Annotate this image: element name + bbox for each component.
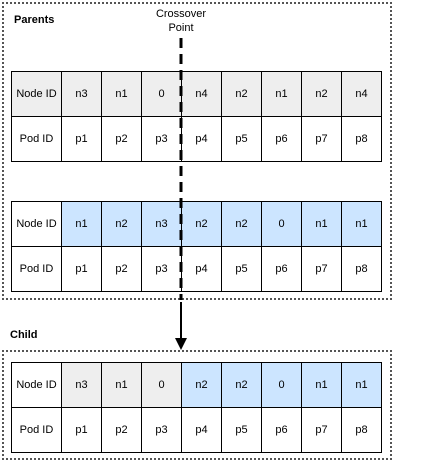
crossover-label-line2: Point	[168, 22, 194, 34]
child-cell: n1	[341, 362, 382, 408]
parent-2-cell: n1	[301, 201, 342, 247]
parent-1-cell: p2	[101, 116, 142, 162]
parents-label: Parents	[14, 14, 55, 26]
parent-1-cell: 0	[141, 71, 182, 117]
parent-2-cell: p6	[261, 246, 302, 292]
child-cell: p3	[141, 407, 182, 453]
parents-group-box	[2, 2, 392, 300]
parent-2-cell: n1	[341, 201, 382, 247]
parent-1-cell: n4	[181, 71, 222, 117]
child-cell: p2	[101, 407, 142, 453]
child-cell: n2	[221, 362, 262, 408]
parent-1-cell: p1	[61, 116, 102, 162]
child-cell: p1	[61, 407, 102, 453]
parent-1-cell: n4	[341, 71, 382, 117]
parent-1-cell: p4	[181, 116, 222, 162]
child-cell: 0	[141, 362, 182, 408]
crossover-label-line1: Crossover	[155, 8, 207, 20]
child-cell: n1	[101, 362, 142, 408]
child-cell: n2	[181, 362, 222, 408]
child-cell: p8	[341, 407, 382, 453]
parent-2-cell: n1	[61, 201, 102, 247]
child-cell: p4	[181, 407, 222, 453]
child-row-header: Node ID	[11, 362, 62, 408]
parent-2-cell: p8	[341, 246, 382, 292]
parent-2-cell: p1	[61, 246, 102, 292]
parent-1-row-header: Pod ID	[11, 116, 62, 162]
child-label: Child	[10, 329, 38, 341]
child-group-box	[2, 350, 392, 460]
parent-1-cell: n1	[101, 71, 142, 117]
parent-1-cell: n2	[221, 71, 262, 117]
parent-1-cell: p7	[301, 116, 342, 162]
parent-1-cell: p8	[341, 116, 382, 162]
parent-2-cell: 0	[261, 201, 302, 247]
crossover-arrow-head	[175, 338, 187, 350]
parent-1-cell: n3	[61, 71, 102, 117]
parent-2-row-header: Pod ID	[11, 246, 62, 292]
parent-1-cell: p6	[261, 116, 302, 162]
